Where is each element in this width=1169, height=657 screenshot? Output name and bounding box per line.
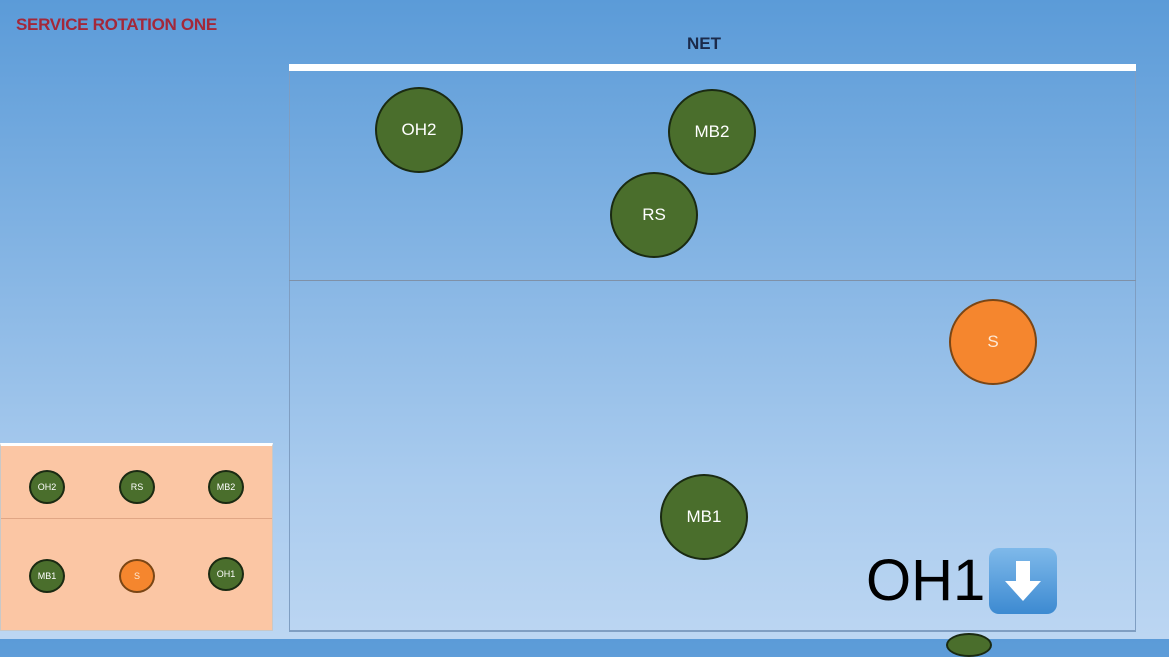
player-mb1[interactable]: MB1 [660,474,748,560]
court [289,71,1136,632]
down-arrow-icon [989,548,1058,614]
mini-player-s: S [119,559,155,593]
mini-player-rs: RS [119,470,155,504]
player-partial [946,633,992,657]
mini-player-mb1: MB1 [29,559,65,593]
court-bottom-line [289,630,1136,631]
player-oh2[interactable]: OH2 [375,87,463,173]
mini-rotation-panel: OH2 RS MB2 MB1 S OH1 [0,443,273,631]
mini-player-oh2: OH2 [29,470,65,504]
page-title: SERVICE ROTATION ONE [16,15,217,34]
player-s[interactable]: S [949,299,1037,385]
net-line [289,64,1136,71]
mini-player-oh1: OH1 [208,557,244,591]
net-label: NET [687,34,721,53]
attack-line [289,280,1136,281]
caption-text: OH1 [866,548,986,613]
player-mb2[interactable]: MB2 [668,89,756,175]
mini-row-divider [1,518,272,519]
mini-player-mb2: MB2 [208,470,244,504]
caption: OH1 [866,548,1058,614]
player-rs[interactable]: RS [610,172,698,258]
